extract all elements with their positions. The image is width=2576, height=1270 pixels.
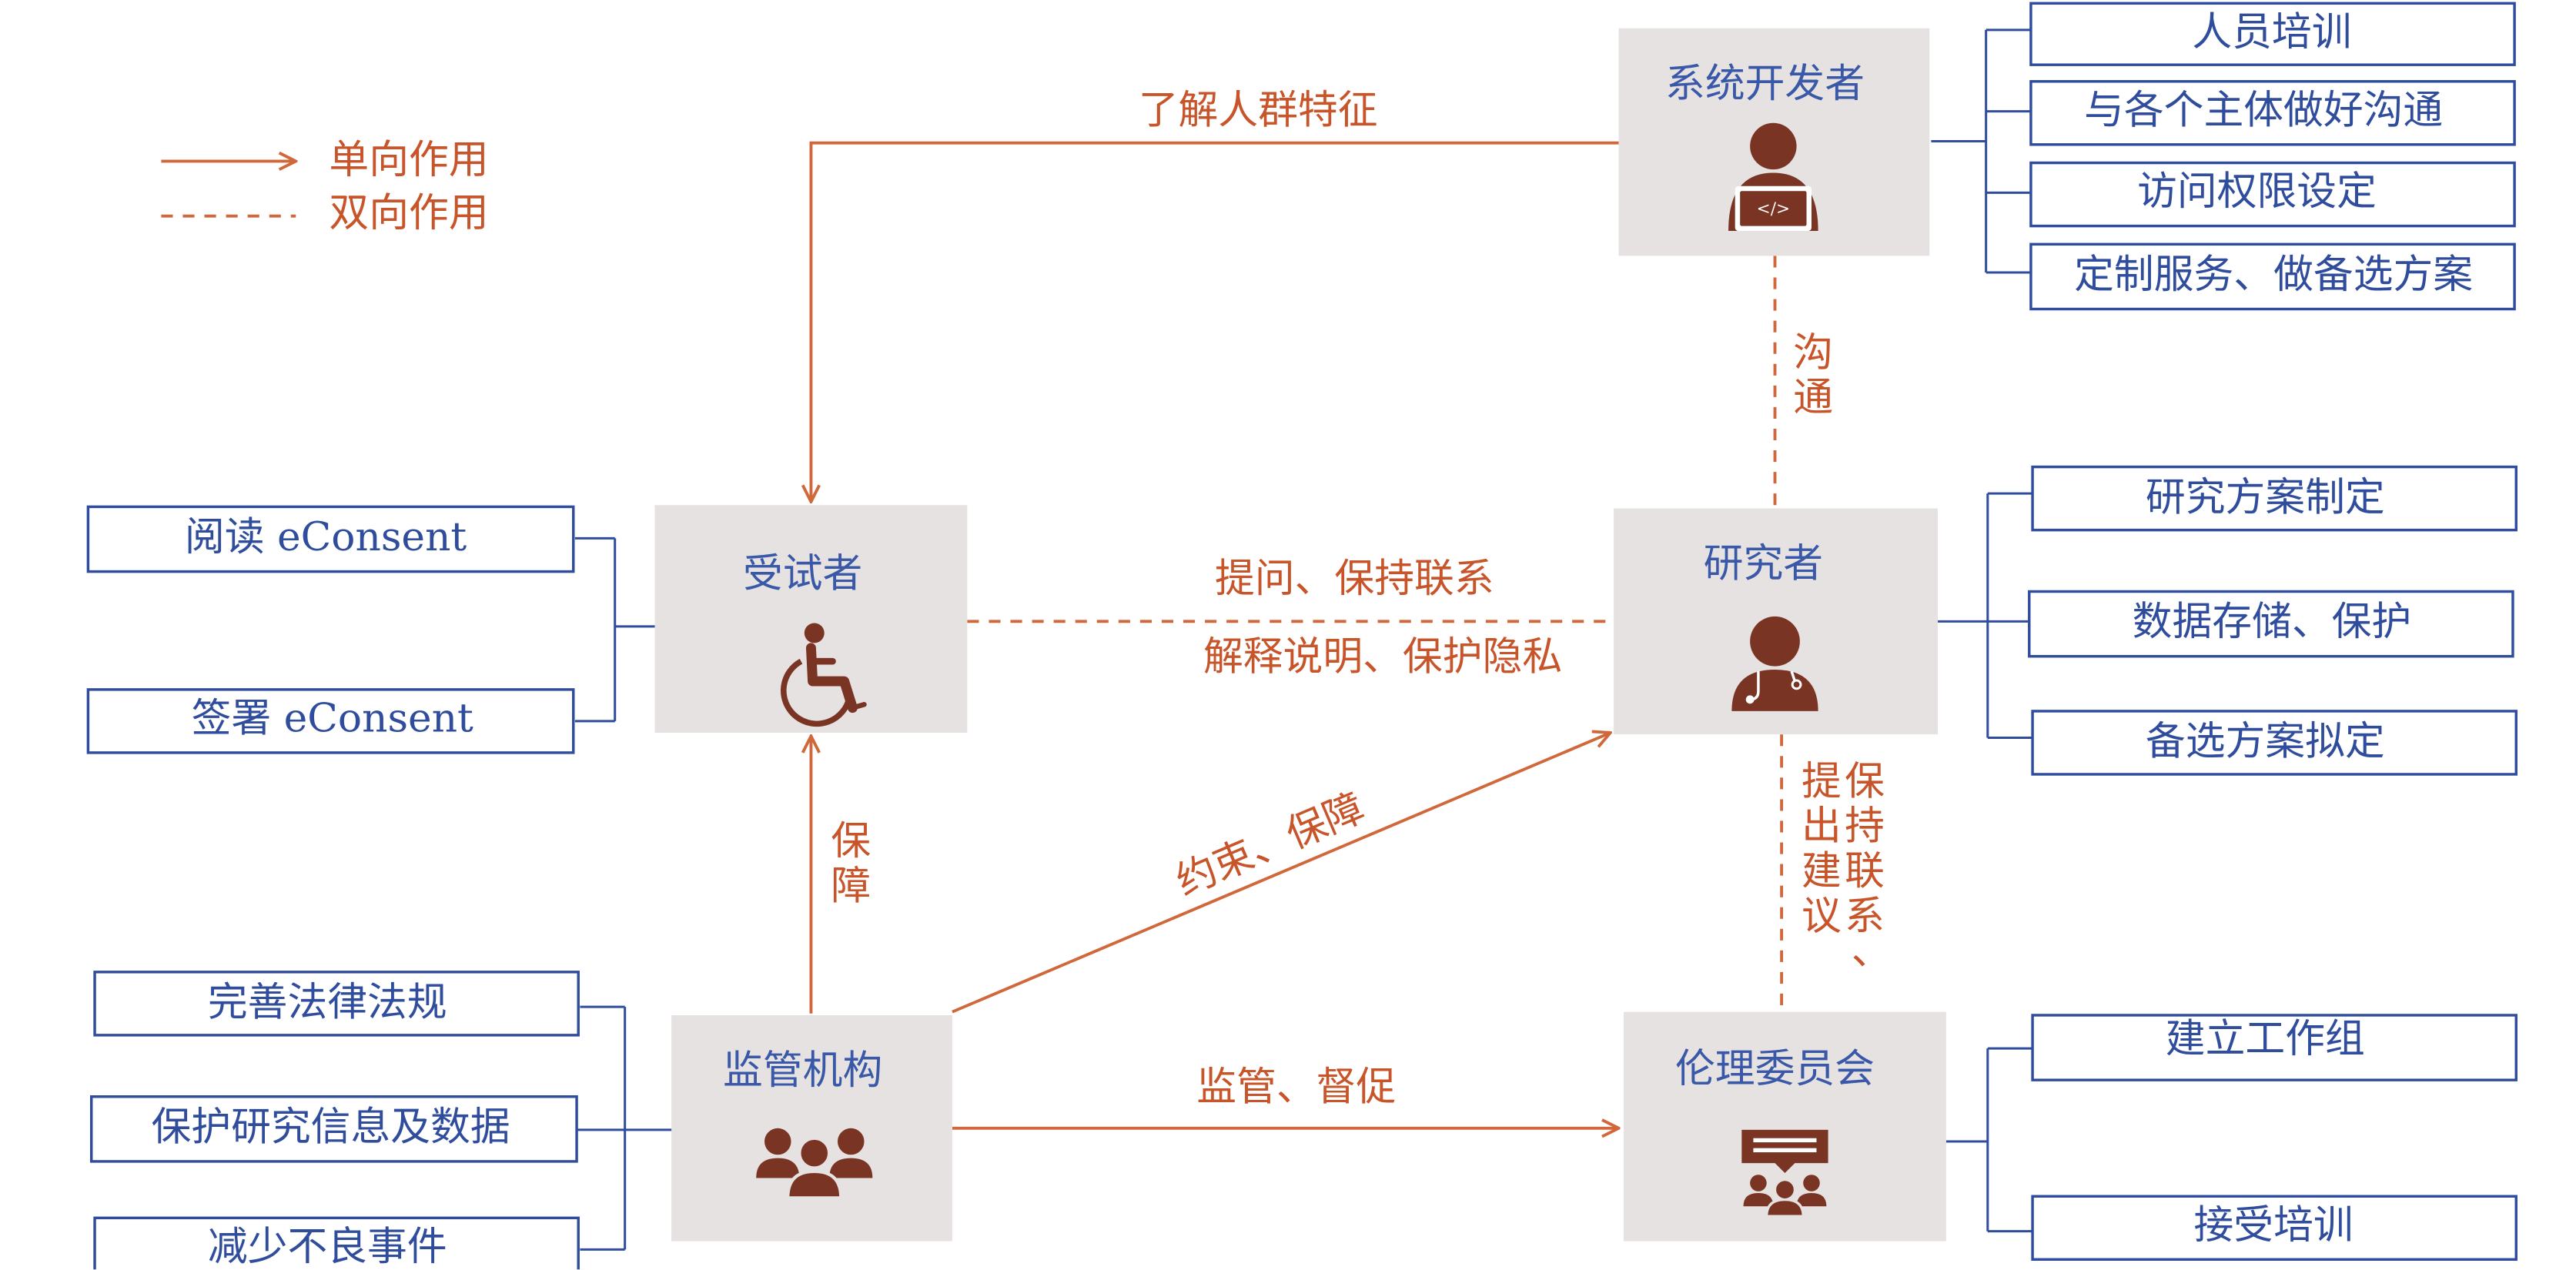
task-label: 减少不良事件 — [208, 1224, 447, 1269]
task-label: 保护研究信息及数据 — [151, 1104, 510, 1150]
node-title: 系统开发者 — [1665, 61, 1865, 107]
side-connectors — [574, 28, 2033, 1251]
label-ethics-researcher-c1-1: 提 — [1802, 758, 1842, 804]
developer-laptop-icon: </> — [1728, 122, 1818, 232]
label-developer-researcher-char1: 沟 — [1793, 329, 1833, 376]
node-researcher: 研究者 — [1614, 508, 1939, 735]
node-title: 研究者 — [1704, 541, 1823, 587]
label-ethics-researcher-c2-3: 联 — [1845, 848, 1885, 894]
node-title: 受试者 — [743, 551, 862, 597]
task-box: 接受培训 — [2031, 1195, 2517, 1262]
node-developer: 系统开发者 </> — [1618, 28, 1930, 256]
subject-tasks: 阅读 eConsent 签署 eConsent — [86, 505, 575, 754]
task-box: 与各个主体做好沟通 — [2029, 80, 2516, 146]
task-box: 数据存储、保护 — [2028, 590, 2514, 658]
task-box: 定制服务、做备选方案 — [2029, 242, 2516, 311]
researcher-tasks: 研究方案制定 数据存储、保护 备选方案拟定 — [2028, 465, 2517, 776]
task-box: 保护研究信息及数据 — [90, 1095, 578, 1163]
task-label: 签署 eConsent — [192, 695, 473, 741]
task-label: 接受培训 — [2193, 1202, 2353, 1248]
label-ethics-researcher-c1-2: 出 — [1802, 804, 1842, 850]
label-ethics-researcher-c1-3: 建 — [1802, 848, 1842, 894]
task-label: 人员培训 — [2192, 9, 2351, 55]
relationship-lines — [811, 141, 1784, 1128]
task-label: 访问权限设定 — [2137, 169, 2377, 215]
task-box: 备选方案拟定 — [2031, 710, 2517, 776]
legend: 单向作用 双向作用 — [161, 137, 489, 236]
node-box — [654, 505, 968, 733]
task-label: 与各个主体做好沟通 — [2084, 87, 2443, 133]
wheelchair-icon — [781, 623, 867, 727]
task-label: 研究方案制定 — [2146, 474, 2385, 520]
task-box: 访问权限设定 — [2029, 161, 2516, 228]
regulator-tasks: 完善法律法规 保护研究信息及数据 减少不良事件 — [90, 971, 580, 1270]
label-subject-researcher-bottom: 解释说明、保护隐私 — [1203, 634, 1562, 680]
node-title: 伦理委员会 — [1675, 1046, 1875, 1092]
label-ethics-researcher-c2-5: 、 — [1852, 928, 1892, 974]
label-ethics-researcher-c2-1: 保 — [1845, 758, 1885, 804]
label-subject-researcher-top: 提问、保持联系 — [1215, 556, 1494, 602]
svg-text:</>: </> — [1757, 199, 1790, 219]
legend-two-way-label: 双向作用 — [329, 190, 488, 236]
task-label: 完善法律法规 — [208, 980, 447, 1026]
node-title: 监管机构 — [723, 1048, 882, 1094]
task-label: 备选方案拟定 — [2146, 719, 2385, 765]
task-box: 研究方案制定 — [2031, 465, 2517, 532]
label-ethics-researcher-c2-2: 持 — [1845, 804, 1885, 850]
task-label: 建立工作组 — [2166, 1016, 2365, 1062]
task-label: 数据存储、保护 — [2133, 599, 2412, 645]
node-regulator: 监管机构 — [671, 1014, 952, 1242]
task-label: 阅读 eConsent — [185, 514, 467, 560]
arrow-developer-to-subject — [811, 141, 1619, 502]
node-ethics: 伦理委员会 — [1624, 1011, 1946, 1242]
developer-tasks: 人员培训 与各个主体做好沟通 访问权限设定 定制服务、做备选方案 — [2029, 2, 2516, 311]
node-box — [671, 1014, 952, 1242]
label-developer-researcher-char2: 通 — [1793, 375, 1833, 421]
label-ethics-researcher-c1-4: 议 — [1802, 893, 1842, 939]
task-box: 阅读 eConsent — [86, 505, 575, 573]
group-icon — [756, 1128, 873, 1200]
doctor-icon — [1731, 616, 1818, 711]
node-subject: 受试者 — [654, 505, 968, 733]
label-developer-to-subject: 了解人群特征 — [1139, 87, 1378, 133]
task-box: 签署 eConsent — [86, 688, 575, 754]
label-regulator-to-subject-char1: 保 — [831, 818, 871, 864]
task-box: 人员培训 — [2029, 2, 2516, 66]
label-regulator-to-subject-char2: 障 — [831, 863, 871, 909]
ethics-tasks: 建立工作组 接受培训 — [2031, 1014, 2517, 1262]
task-label: 定制服务、做备选方案 — [2074, 252, 2473, 298]
label-regulator-to-researcher: 约束、保障 — [1169, 785, 1371, 905]
arrow-regulator-to-researcher — [952, 733, 1611, 1014]
task-box: 完善法律法规 — [93, 971, 580, 1037]
task-box: 减少不良事件 — [93, 1216, 580, 1270]
label-regulator-to-ethics: 监管、督促 — [1196, 1064, 1396, 1111]
label-ethics-researcher-c2-4: 系 — [1845, 893, 1885, 939]
meeting-icon — [1741, 1129, 1828, 1218]
legend-one-way-label: 单向作用 — [329, 137, 488, 183]
task-box: 建立工作组 — [2031, 1014, 2517, 1081]
